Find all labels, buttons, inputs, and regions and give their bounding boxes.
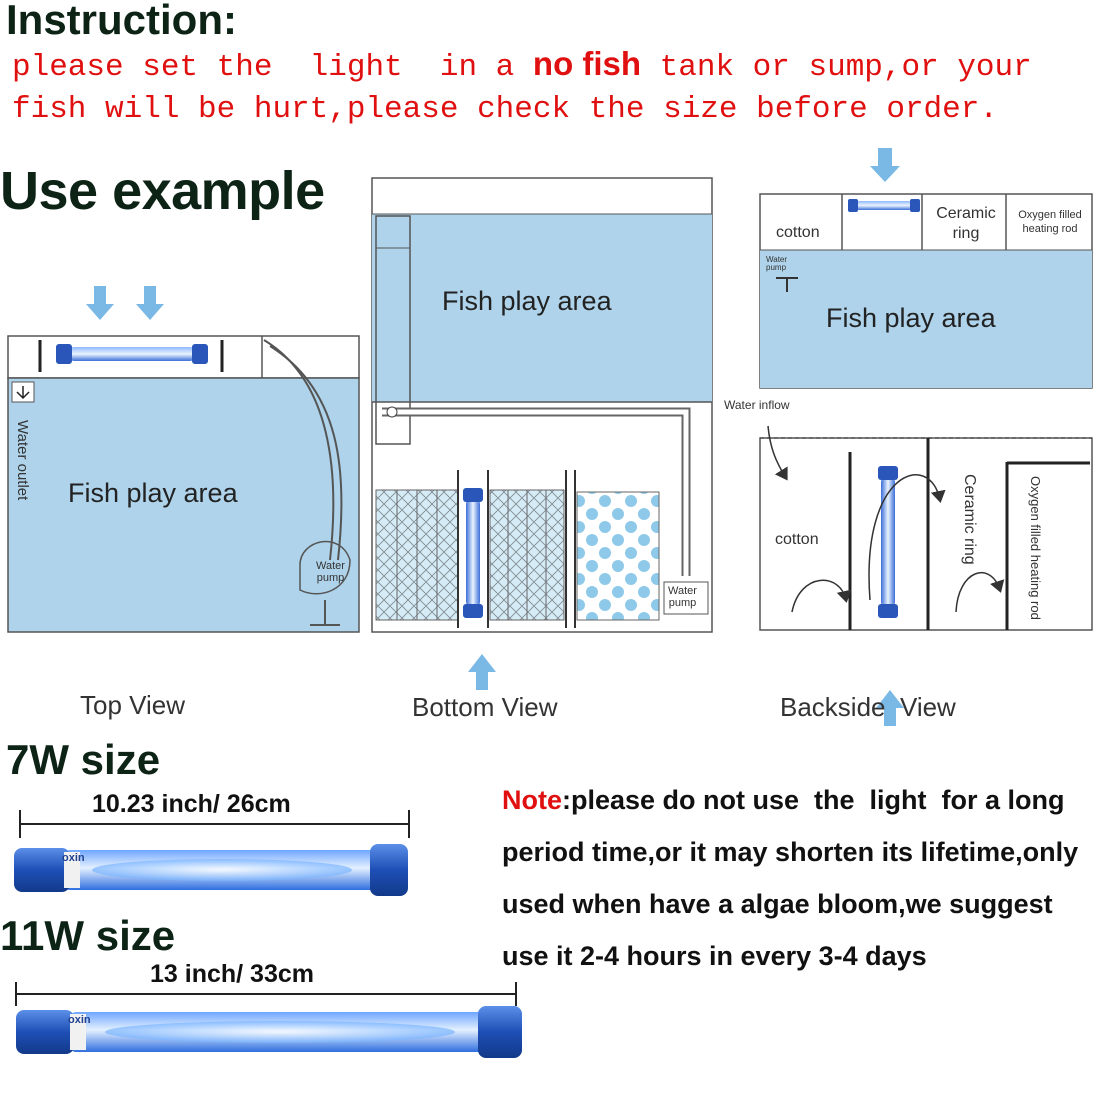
instruction-line-1b: tank or sump,or your xyxy=(659,50,1032,85)
size-7w-brand: oxin xyxy=(62,852,85,864)
backside-pump-l2: pump xyxy=(766,263,787,272)
top-view-area-label: Fish play area xyxy=(68,478,238,508)
size-7w-measure-line xyxy=(19,810,410,838)
backside-area-label: Fish play area xyxy=(826,303,996,333)
bottom-view-caption: Bottom View xyxy=(412,692,558,722)
size-11w-dimension: 13 inch/ 33cm xyxy=(150,960,314,988)
backside-top-ceramic-l1: Ceramic xyxy=(936,205,996,222)
bottom-view-area-label: Fish play area xyxy=(442,286,612,316)
bottom-view-pump-label: Water pump xyxy=(668,585,697,609)
instruction-line-1a: please set the light in a xyxy=(12,50,515,85)
instruction-heading: Instruction: xyxy=(6,0,237,43)
backside-oxygen-l2: heating rod xyxy=(1028,554,1043,620)
backside-water-inflow: Water inflow xyxy=(724,398,790,412)
instruction-line-2: fish will be hurt,please check the size … xyxy=(12,92,998,127)
backside-ceramic-label: Ceramic ring xyxy=(961,474,978,565)
size-7w-lamp xyxy=(14,844,408,896)
size-11w-heading: 11W size xyxy=(0,912,176,959)
bottom-view-diagram xyxy=(371,177,713,690)
backside-top-ceramic: Ceramic ring xyxy=(928,204,1004,244)
backside-top-cotton: cotton xyxy=(776,224,820,241)
instruction-no-fish: no fish xyxy=(532,45,642,82)
size-11w-brand: oxin xyxy=(68,1014,91,1026)
backside-uv-tube xyxy=(878,466,898,618)
note-text: :please do not use the light for a long … xyxy=(502,785,1086,971)
use-example-heading: Use example xyxy=(0,161,325,221)
instruction-line-1: please set the light in a no fish tank o… xyxy=(12,45,1032,85)
backside-view-caption: Backside View xyxy=(780,692,956,722)
top-view-pump-l2: pump xyxy=(316,572,345,584)
usage-note: Note:please do not use the light for a l… xyxy=(502,774,1098,982)
size-11w-measure-line xyxy=(15,982,517,1006)
top-view-caption: Top View xyxy=(80,690,186,720)
backside-top-uv-tube xyxy=(848,199,920,212)
backside-pump-l1: Water xyxy=(766,255,788,264)
size-lamps-svg xyxy=(14,810,522,1058)
top-view-diagram xyxy=(7,286,360,633)
diagrams-svg xyxy=(7,148,1093,726)
backside-top-oxygen-l1: Oxygen filled xyxy=(1018,209,1082,221)
top-view-water-outlet: Water outlet xyxy=(14,420,31,501)
backside-view-diagram xyxy=(759,148,1093,726)
backside-oxygen-l1: Oxygen filled xyxy=(1028,476,1043,552)
backside-cotton-label: cotton xyxy=(775,531,819,548)
backside-arrow xyxy=(876,690,904,726)
top-view-pump-l1: Water xyxy=(316,560,345,572)
size-7w-heading: 7W size xyxy=(6,736,161,783)
size-11w-lamp xyxy=(16,1006,522,1058)
bottom-view-arrow xyxy=(468,654,496,690)
backside-pump-label: Water pump xyxy=(766,256,787,272)
bottom-view-uv-tube xyxy=(463,488,483,618)
bottom-view-pump-l2: pump xyxy=(668,597,697,609)
backside-top-oxygen: Oxygen filled heating rod xyxy=(1008,208,1092,236)
backside-top-oxygen-l2: heating rod xyxy=(1022,223,1078,235)
size-7w-dimension: 10.23 inch/ 26cm xyxy=(92,790,291,818)
note-label: Note xyxy=(502,785,562,815)
top-view-arrows xyxy=(86,286,164,320)
bottom-view-pump-l1: Water xyxy=(668,585,697,597)
backside-oxygen-label: Oxygen filled heating rod xyxy=(1028,476,1043,620)
top-view-pump-label: Water pump xyxy=(316,560,345,584)
top-view-uv-tube xyxy=(56,344,208,364)
backside-top-ceramic-l2: ring xyxy=(952,225,980,242)
backside-top-arrow xyxy=(870,148,900,182)
